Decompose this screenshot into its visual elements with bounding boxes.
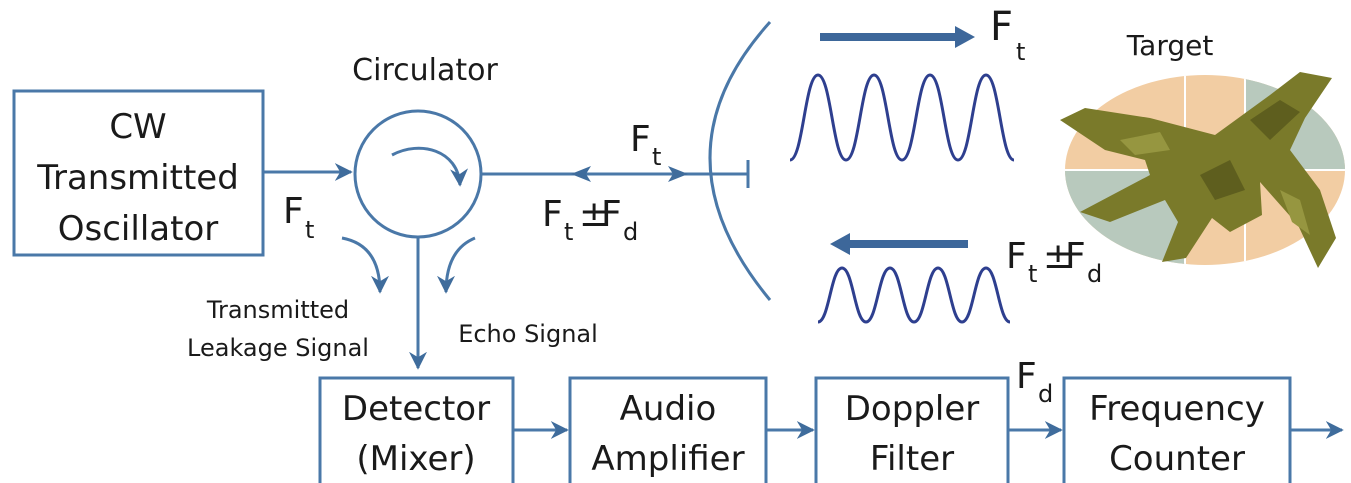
circulator-rotation-arrow bbox=[391, 146, 469, 187]
svg-text:F: F bbox=[542, 194, 563, 235]
ft-label-antenna: F t bbox=[630, 119, 661, 171]
svg-text:t: t bbox=[1016, 38, 1025, 66]
svg-text:F: F bbox=[1065, 236, 1086, 277]
fd-label-chain: F d bbox=[1016, 356, 1053, 408]
arrowhead-left bbox=[571, 166, 591, 182]
doppler-filter-box: Doppler Filter bbox=[814, 376, 1010, 483]
svg-text:F: F bbox=[283, 191, 304, 232]
oscillator-box: CW Transmitted Oscillator bbox=[12, 89, 265, 257]
svg-text:d: d bbox=[1038, 380, 1053, 408]
svg-text:F: F bbox=[990, 4, 1013, 50]
target-image bbox=[1060, 72, 1345, 268]
svg-text:d: d bbox=[623, 218, 638, 246]
detector-line-2: (Mixer) bbox=[356, 439, 475, 479]
leakage-arrow bbox=[341, 236, 389, 294]
svg-text:d: d bbox=[1087, 260, 1102, 288]
oscillator-line-2: Transmitted bbox=[36, 158, 239, 198]
audio-line-1: Audio bbox=[620, 389, 717, 429]
svg-text:t: t bbox=[305, 216, 314, 244]
transmitted-direction-arrow bbox=[820, 26, 975, 48]
target-label: Target bbox=[1126, 29, 1214, 62]
oscillator-line-1: CW bbox=[109, 107, 166, 147]
transmitted-leakage-line-2: Leakage Signal bbox=[187, 334, 369, 362]
detector-box: Detector (Mixer) bbox=[318, 376, 515, 483]
ft-label-oscillator: F t bbox=[283, 191, 314, 244]
doppler-line-1: Doppler bbox=[845, 389, 980, 429]
echo-wave bbox=[817, 266, 1011, 324]
transmitted-leakage-line-1: Transmitted bbox=[206, 296, 349, 324]
circulator-circle bbox=[353, 109, 483, 239]
ft-label-top: F t bbox=[990, 4, 1025, 66]
echo-arrow bbox=[437, 236, 476, 294]
echo-signal-label: Echo Signal bbox=[458, 320, 598, 348]
audio-line-2: Amplifier bbox=[591, 439, 744, 479]
svg-text:F: F bbox=[1006, 236, 1027, 277]
frequency-counter-box: Frequency Counter bbox=[1062, 376, 1292, 483]
antenna-dish bbox=[708, 20, 772, 301]
svg-text:t: t bbox=[564, 218, 573, 246]
oscillator-line-3: Oscillator bbox=[58, 209, 218, 249]
svg-text:t: t bbox=[1028, 260, 1037, 288]
svg-text:±: ± bbox=[579, 194, 609, 235]
doppler-line-2: Filter bbox=[870, 439, 954, 479]
counter-line-1: Frequency bbox=[1089, 389, 1265, 429]
ft-pm-fd-label-line: F t ± F d bbox=[542, 194, 638, 246]
arrowhead-right bbox=[668, 166, 688, 182]
svg-text:F: F bbox=[630, 119, 651, 160]
transmitted-wave bbox=[789, 73, 1015, 162]
svg-text:t: t bbox=[652, 143, 661, 171]
circulator-label: Circulator bbox=[352, 53, 498, 88]
aircraft-icon bbox=[1060, 72, 1336, 268]
svg-text:±: ± bbox=[1043, 236, 1073, 277]
svg-text:F: F bbox=[601, 194, 622, 235]
detector-line-1: Detector bbox=[342, 389, 490, 429]
counter-line-2: Counter bbox=[1109, 439, 1245, 479]
ft-pm-fd-label-echo: F t ± F d bbox=[1006, 236, 1102, 288]
echo-direction-arrow bbox=[830, 233, 968, 255]
audio-amplifier-box: Audio Amplifier bbox=[568, 376, 768, 483]
svg-text:F: F bbox=[1016, 356, 1037, 397]
